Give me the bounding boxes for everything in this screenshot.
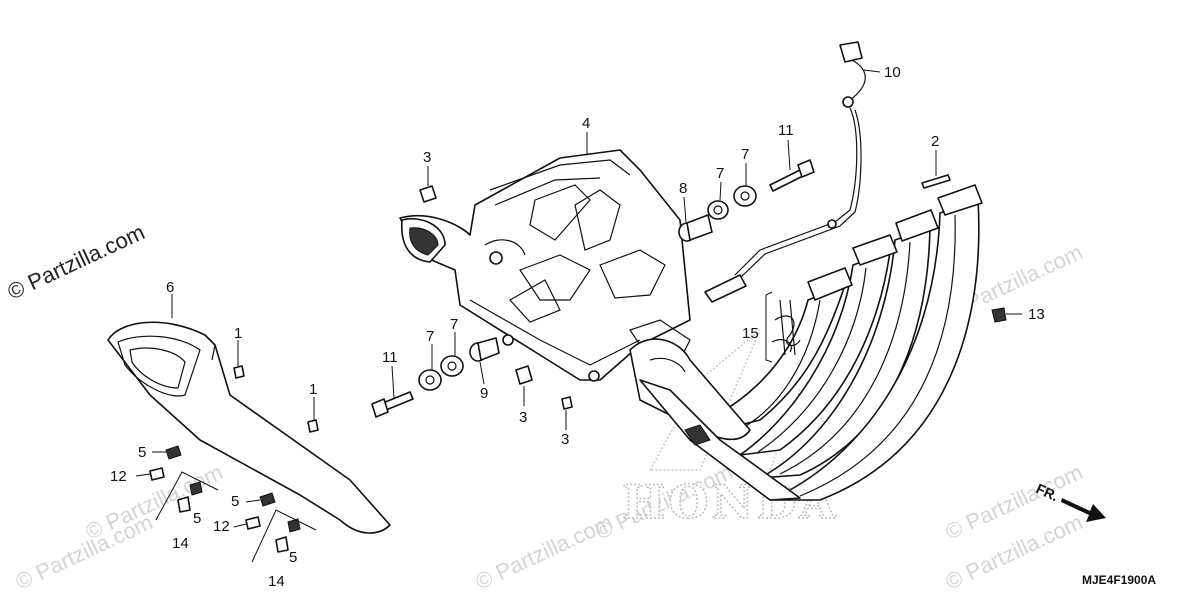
callout-4: 4 bbox=[582, 115, 590, 132]
clip-1-lower bbox=[307, 419, 319, 433]
callout-5-d: 5 bbox=[289, 549, 297, 566]
grommet-5-a bbox=[165, 445, 182, 460]
callout-5-b: 5 bbox=[193, 510, 201, 527]
callout-9: 9 bbox=[480, 385, 488, 402]
callout-8: 8 bbox=[679, 180, 687, 197]
callout-7-c: 7 bbox=[426, 328, 434, 345]
oxygen-sensor bbox=[704, 41, 866, 303]
callout-2: 2 bbox=[931, 133, 939, 150]
rubber-3-top bbox=[419, 185, 437, 203]
watermark-side: © Partzilla.com bbox=[4, 219, 149, 304]
group-bracket-left bbox=[155, 471, 219, 521]
screw-12-a bbox=[149, 467, 165, 481]
callout-14-a: 14 bbox=[172, 535, 189, 552]
collar-9 bbox=[469, 337, 500, 362]
callout-1-upper: 1 bbox=[234, 325, 242, 342]
screw-12-b bbox=[245, 516, 261, 530]
leader-lines bbox=[135, 69, 1022, 528]
callouts: 4 3 6 1 1 5 12 5 14 5 12 5 14 7 7 11 8 1… bbox=[110, 64, 1045, 590]
callout-10: 10 bbox=[884, 64, 901, 81]
callout-6: 6 bbox=[166, 279, 174, 296]
collars-7 bbox=[418, 185, 757, 391]
group-bracket-15 bbox=[765, 291, 773, 363]
callout-13: 13 bbox=[1028, 306, 1045, 323]
callout-7-a: 7 bbox=[716, 165, 724, 182]
callout-12-a: 12 bbox=[110, 468, 127, 485]
nut-13 bbox=[991, 307, 1007, 323]
callout-15: 15 bbox=[742, 325, 759, 342]
bolt-11-upper bbox=[769, 159, 815, 192]
callout-5-c: 5 bbox=[231, 493, 239, 510]
rubber-3-low bbox=[561, 396, 573, 410]
callout-7-b: 7 bbox=[741, 146, 749, 163]
callout-3-low: 3 bbox=[561, 431, 569, 448]
callout-14-b: 14 bbox=[268, 573, 285, 590]
callout-3-top: 3 bbox=[423, 149, 431, 166]
group-bracket-right bbox=[251, 509, 317, 563]
header-flanges bbox=[807, 184, 983, 301]
rubber-3-mid bbox=[515, 365, 533, 385]
washer-8 bbox=[678, 214, 713, 242]
callout-5-a: 5 bbox=[138, 444, 146, 461]
clip-1-upper bbox=[233, 365, 245, 379]
bolt-11-lower bbox=[371, 391, 414, 418]
exhaust-header-pipes bbox=[629, 199, 980, 501]
grommet-5-d bbox=[287, 518, 301, 533]
gasket-2 bbox=[921, 174, 951, 189]
muffler-chamber bbox=[399, 149, 691, 382]
heat-shield-cover bbox=[107, 321, 391, 534]
callout-11-lower: 11 bbox=[382, 349, 398, 366]
callout-3-mid: 3 bbox=[519, 409, 527, 426]
callout-1-lower: 1 bbox=[309, 381, 317, 398]
callout-7-d: 7 bbox=[450, 316, 458, 333]
screw-14-b bbox=[275, 536, 289, 553]
grommet-5-c bbox=[259, 492, 276, 507]
callout-12-b: 12 bbox=[213, 518, 230, 535]
clip-15 bbox=[771, 299, 801, 356]
callout-11-upper: 11 bbox=[778, 122, 794, 139]
front-arrow-icon bbox=[1061, 498, 1106, 522]
diagram-code: MJE4F1900A bbox=[1082, 573, 1156, 587]
screw-14-a bbox=[177, 496, 191, 513]
grommet-5-b bbox=[189, 481, 203, 496]
